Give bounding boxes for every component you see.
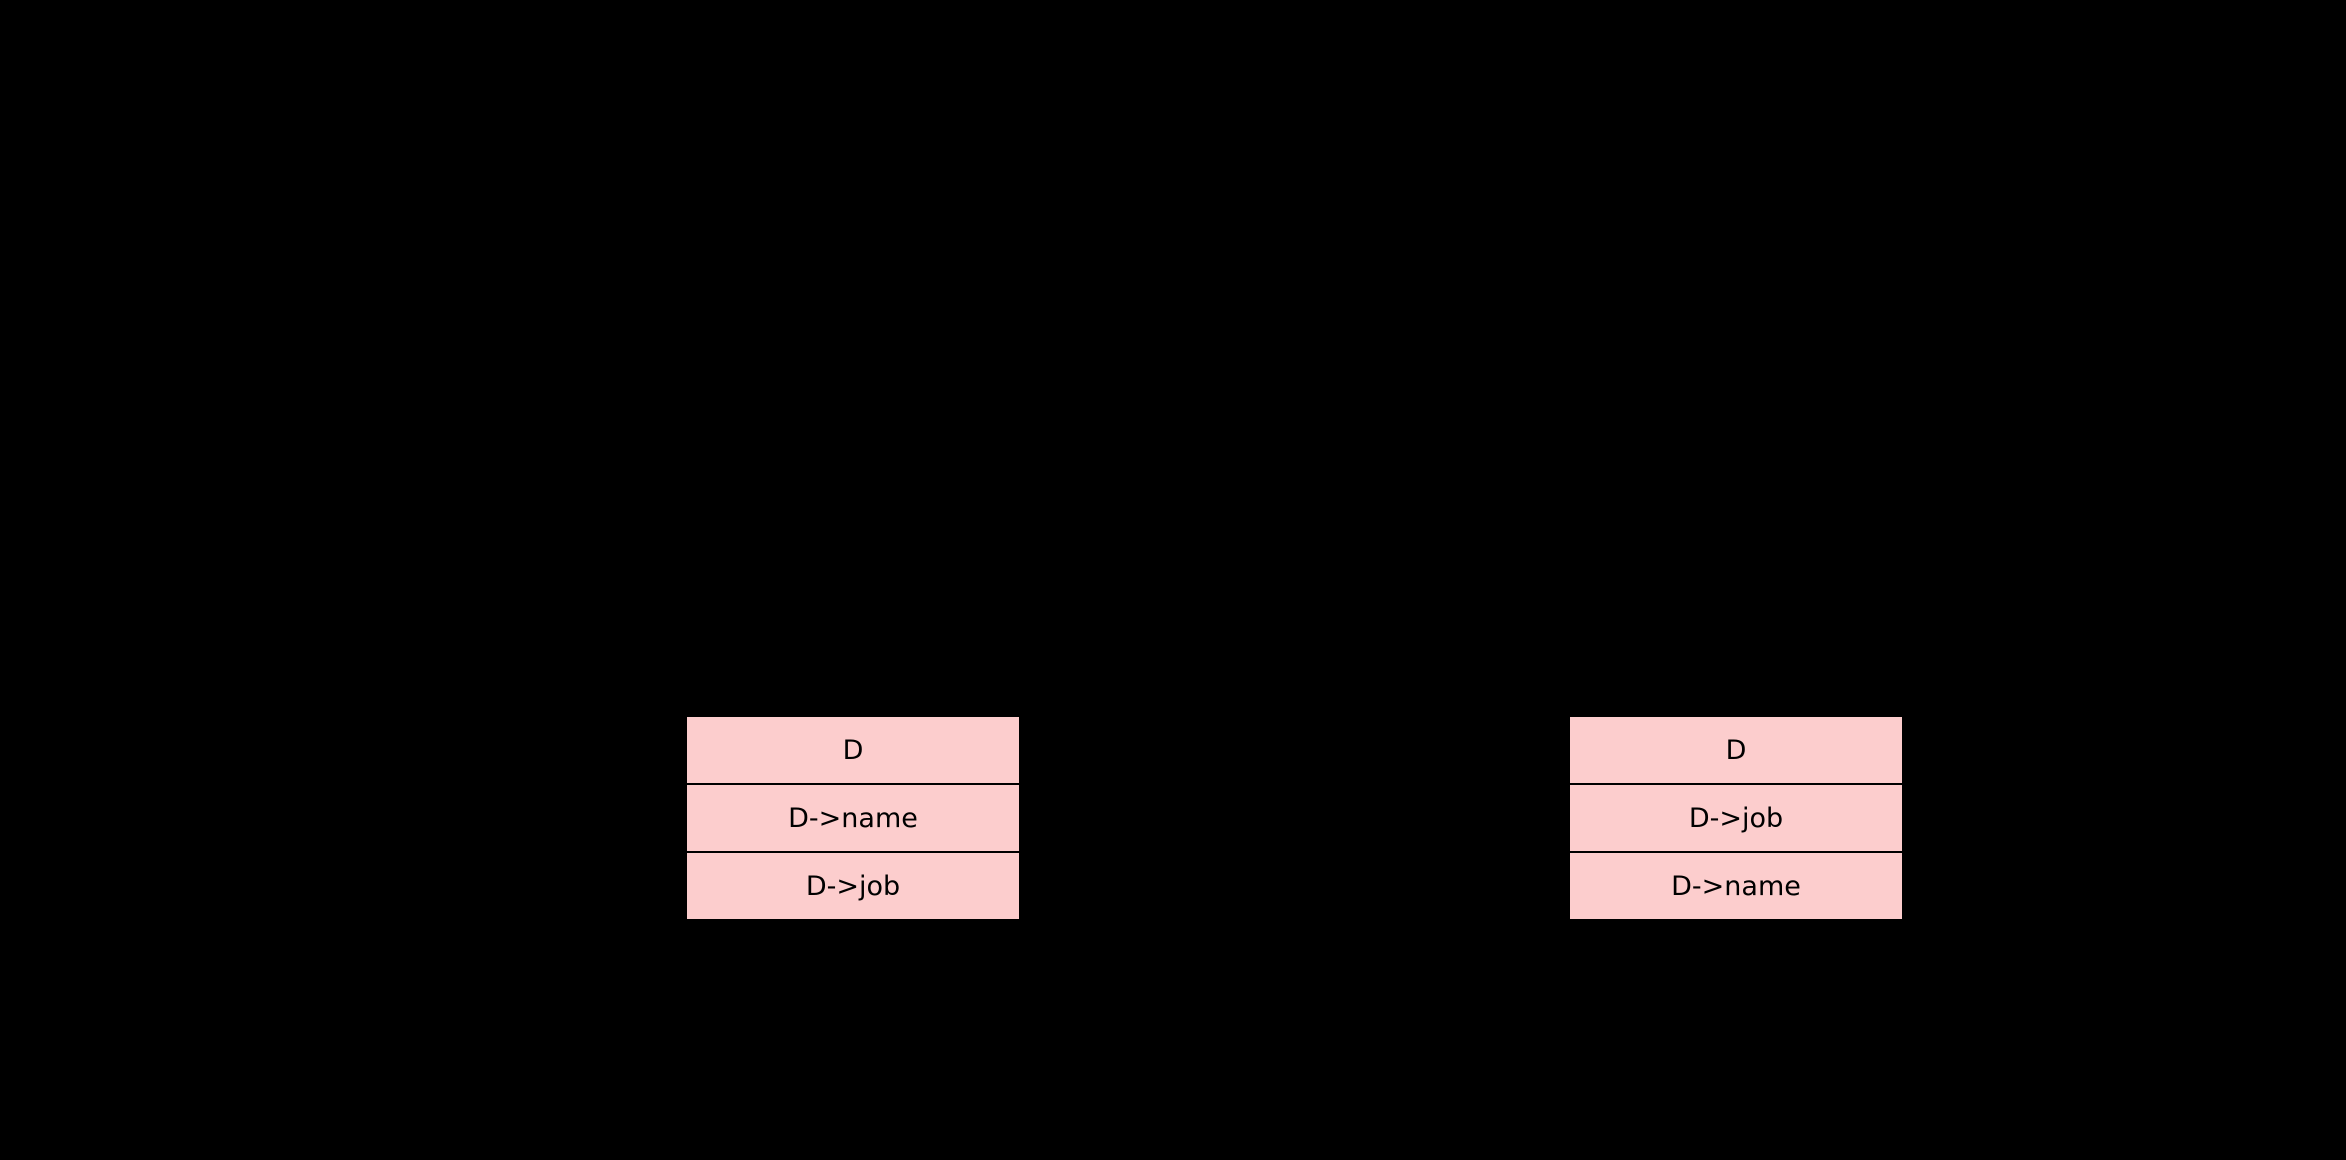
struct-table-right-cell-0: D	[1570, 717, 1902, 785]
struct-table-right: D D->job D->name	[1568, 715, 1904, 921]
struct-table-left-cell-0: D	[687, 717, 1019, 785]
struct-table-right-cell-1: D->job	[1570, 785, 1902, 853]
struct-table-left-cell-2: D->job	[805, 870, 901, 902]
struct-table-left-cell-1: D->name	[687, 785, 1019, 853]
struct-table-left: D D->name D->job	[685, 715, 1021, 921]
struct-table-right-cell-2: D->name	[1671, 870, 1801, 902]
